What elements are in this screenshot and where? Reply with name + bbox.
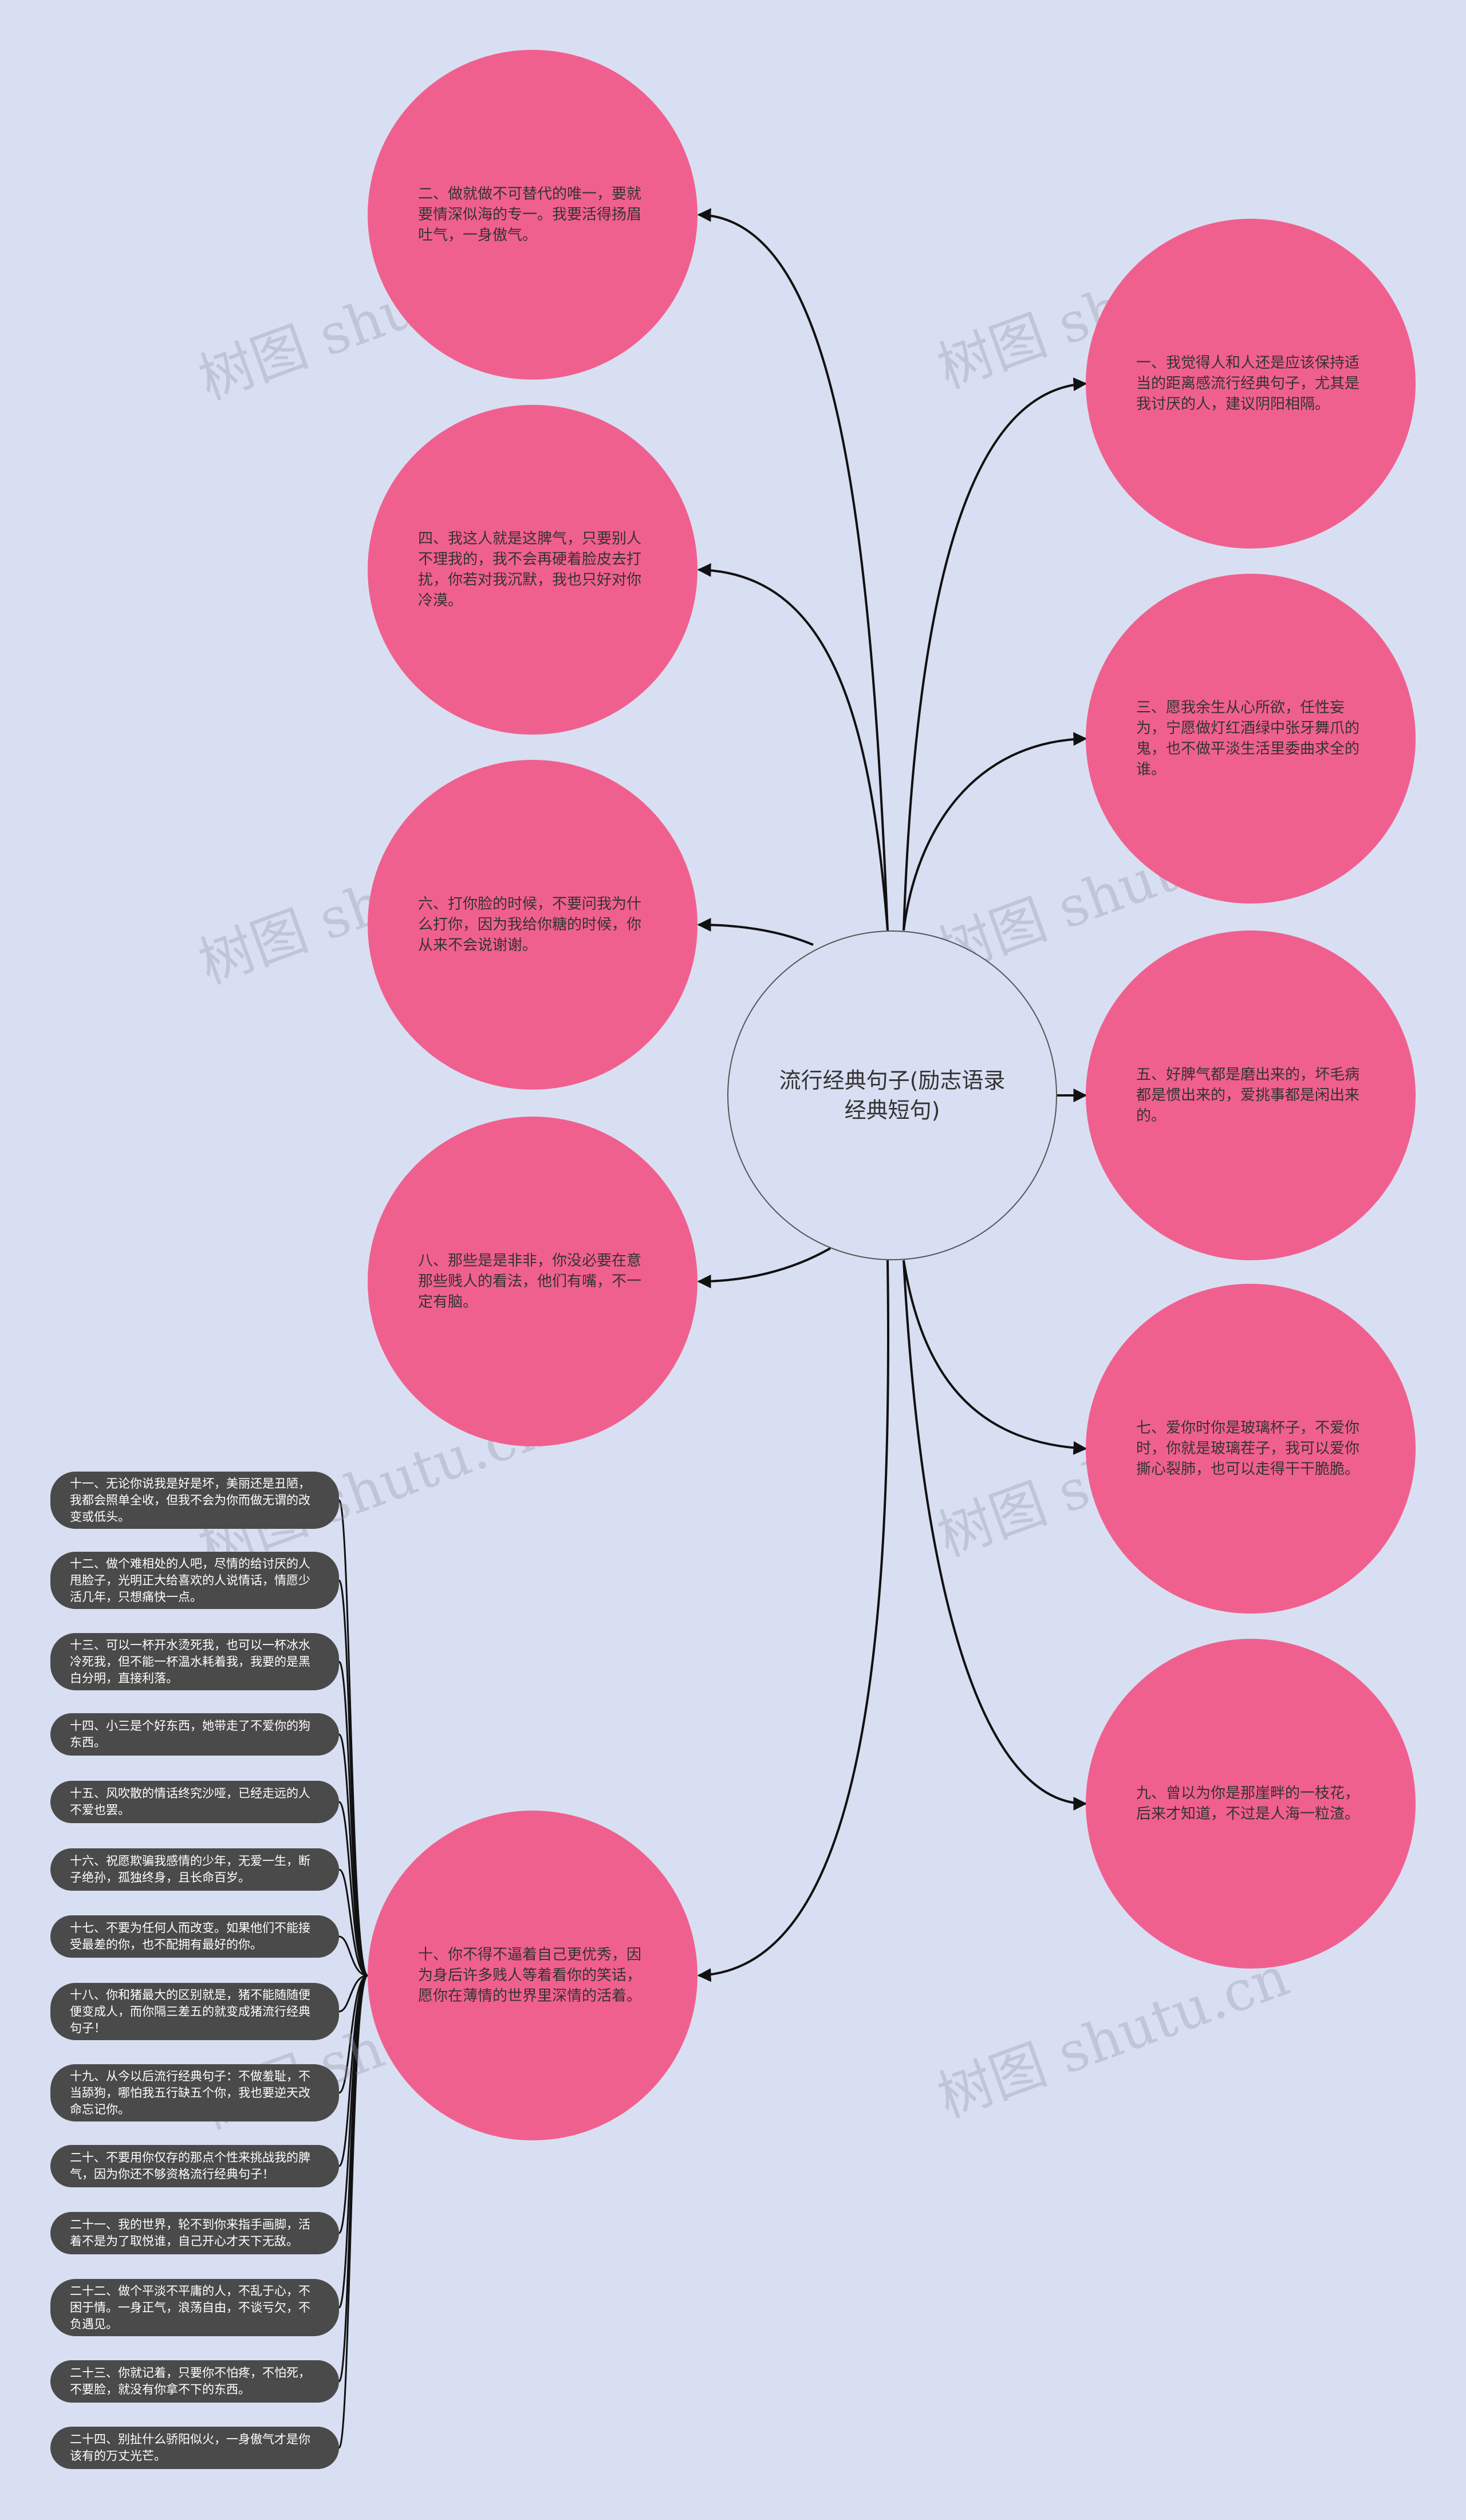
link-left-6: [697, 918, 814, 946]
link-left-2: [697, 208, 889, 931]
sub-node-22[interactable]: 二十二、做个平淡不平庸的人，不乱于心，不困于情。一身正气，浪荡自由，不谈亏欠，不…: [50, 2279, 339, 2336]
sub-node-text: 二十、不要用你仅存的那点个性来挑战我的脾气，因为你还不够资格流行经典句子！: [70, 2151, 310, 2181]
sub-node-text: 二十二、做个平淡不平庸的人，不乱于心，不困于情。一身正气，浪荡自由，不谈亏欠，不…: [70, 2284, 310, 2331]
sub-node-text: 十九、从今以后流行经典句子：不做羞耻，不当舔狗，哪怕我五行缺五个你，我也要逆天改…: [70, 2069, 310, 2116]
right-node-5[interactable]: 五、好脾气都是磨出来的，坏毛病都是惯出来的，爱挑事都是闲出来的。: [1086, 930, 1416, 1260]
sub-node-text: 十六、祝愿欺骗我感情的少年，无爱一生，断子绝孙，孤独终身，且长命百岁。: [70, 1854, 310, 1884]
node-text: 二、做就做不可替代的唯一，要就要情深似海的专一。我要活得扬眉吐气，一身傲气。: [418, 186, 642, 244]
sub-node-text: 十一、无论你说我是好是坏，美丽还是丑陋，我都会照单全收，但我不会为你而做无谓的改…: [70, 1476, 310, 1524]
link-right-7: [903, 1260, 1087, 1455]
right-node-7[interactable]: 七、爱你时你是玻璃杯子，不爱你时，你就是玻璃茬子，我可以爱你撕心裂肺，也可以走得…: [1086, 1284, 1416, 1614]
node-text: 十、你不得不逼着自己更优秀，因为身后许多贱人等着看你的笑话，愿你在薄情的世界里深…: [418, 1946, 642, 2005]
node-text: 八、那些是是非非，你没必要在意那些贱人的看法，他们有嘴，不一定有脑。: [418, 1252, 642, 1311]
right-node-9[interactable]: 九、曾以为你是那崖畔的一枝花，后来才知道，不过是人海一粒渣。: [1086, 1639, 1416, 1969]
left-node-8[interactable]: 八、那些是是非非，你没必要在意那些贱人的看法，他们有嘴，不一定有脑。: [368, 1117, 697, 1446]
node-text: 四、我这人就是这脾气，只要别人不理我的，我不会再硬着脸皮去打扰，你若对我沉默，我…: [418, 530, 642, 609]
node-text: 九、曾以为你是那崖畔的一枝花，后来才知道，不过是人海一粒渣。: [1136, 1785, 1360, 1823]
sub-node-20[interactable]: 二十、不要用你仅存的那点个性来挑战我的脾气，因为你还不够资格流行经典句子！: [50, 2145, 339, 2187]
sub-node-12[interactable]: 十二、做个难相处的人吧，尽情的给讨厌的人甩脸子，光明正大给喜欢的人说情话，情愿少…: [50, 1552, 339, 1609]
sub-node-14[interactable]: 十四、小三是个好东西，她带走了不爱你的狗东西。: [50, 1713, 339, 1756]
sub-node-text: 十二、做个难相处的人吧，尽情的给讨厌的人甩脸子，光明正大给喜欢的人说情话，情愿少…: [70, 1556, 310, 1604]
sub-node-24[interactable]: 二十四、别扯什么骄阳似火，一身傲气才是你该有的万丈光芒。: [50, 2427, 339, 2469]
link-sub-19: [338, 1974, 368, 2094]
sub-node-18[interactable]: 十八、你和猪最大的区别就是，猪不能随随便便变成人，而你隔三差五的就变成猪流行经典…: [50, 1983, 339, 2040]
link-sub-24: [338, 1974, 369, 2449]
sub-node-text: 十五、风吹散的情话终究沙哑，已经走远的人不爱也罢。: [70, 1787, 310, 1817]
link-left-10: [697, 1260, 890, 1982]
left-node-6[interactable]: 六、打你脸的时候，不要问我为什么打你，因为我给你糖的时候，你从来不会说谢谢。: [368, 760, 697, 1090]
link-right-3: [903, 732, 1087, 931]
sub-node-13[interactable]: 十三、可以一杯开水烫死我，也可以一杯冰水冷死我，但不能一杯温水耗着我，我要的是黑…: [50, 1633, 339, 1690]
node-text: 三、愿我余生从心所欲，任性妄为，宁愿做灯红酒绿中张牙舞爪的鬼，也不做平淡生活里委…: [1136, 699, 1360, 778]
sub-node-text: 二十三、你就记着，只要你不怕疼，不怕死，不要脸，就没有你拿不下的东西。: [70, 2366, 310, 2396]
node-text: 一、我觉得人和人还是应该保持适当的距离感流行经典句子，尤其是我讨厌的人，建议阴阳…: [1136, 354, 1360, 413]
link-sub-15: [338, 1801, 368, 1977]
sub-node-21[interactable]: 二十一、我的世界，轮不到你来指手画脚，活着不是为了取悦谁，自己开心才天下无敌。: [50, 2212, 339, 2254]
link-sub-14: [338, 1733, 368, 1977]
link-right-9: [903, 1260, 1087, 1811]
center-topic-text: 流行经典句子(励志语录经典短句): [779, 1068, 1006, 1123]
right-node-3[interactable]: 三、愿我余生从心所欲，任性妄为，宁愿做灯红酒绿中张牙舞爪的鬼，也不做平淡生活里委…: [1086, 574, 1416, 904]
link-sub-18: [338, 1974, 368, 2013]
node-text: 六、打你脸的时候，不要问我为什么打你，因为我给你糖的时候，你从来不会说谢谢。: [418, 896, 642, 954]
left-node-10[interactable]: 十、你不得不逼着自己更优秀，因为身后许多贱人等着看你的笑话，愿你在薄情的世界里深…: [368, 1811, 697, 2140]
sub-node-19[interactable]: 十九、从今以后流行经典句子：不做羞耻，不当舔狗，哪怕我五行缺五个你，我也要逆天改…: [50, 2064, 339, 2121]
sub-node-text: 十三、可以一杯开水烫死我，也可以一杯冰水冷死我，但不能一杯温水耗着我，我要的是黑…: [70, 1638, 310, 1685]
sub-node-23[interactable]: 二十三、你就记着，只要你不怕疼，不怕死，不要脸，就没有你拿不下的东西。: [50, 2360, 339, 2403]
sub-node-16[interactable]: 十六、祝愿欺骗我感情的少年，无爱一生，断子绝孙，孤独终身，且长命百岁。: [50, 1848, 339, 1891]
sub-node-text: 十八、你和猪最大的区别就是，猪不能随随便便变成人，而你隔三差五的就变成猪流行经典…: [70, 1987, 310, 2035]
link-left-4: [697, 563, 889, 931]
sub-node-text: 十四、小三是个好东西，她带走了不爱你的狗东西。: [70, 1719, 310, 1749]
node-text: 五、好脾气都是磨出来的，坏毛病都是惯出来的，爱挑事都是闲出来的。: [1136, 1066, 1360, 1125]
link-right-1: [903, 377, 1087, 931]
link-sub-16: [338, 1868, 368, 1977]
sub-node-text: 二十一、我的世界，轮不到你来指手画脚，活着不是为了取悦谁，自己开心才天下无敌。: [70, 2218, 310, 2248]
link-sub-13: [338, 1661, 368, 1977]
link-sub-17: [338, 1935, 368, 1977]
link-left-8: [697, 1247, 831, 1288]
sub-node-11[interactable]: 十一、无论你说我是好是坏，美丽还是丑陋，我都会照单全收，但我不会为你而做无谓的改…: [50, 1472, 339, 1529]
sub-node-15[interactable]: 十五、风吹散的情话终究沙哑，已经走远的人不爱也罢。: [50, 1781, 339, 1823]
left-node-2[interactable]: 二、做就做不可替代的唯一，要就要情深似海的专一。我要活得扬眉吐气，一身傲气。: [368, 50, 697, 380]
node-text: 七、爱你时你是玻璃杯子，不爱你时，你就是玻璃茬子，我可以爱你撕心裂肺，也可以走得…: [1136, 1419, 1360, 1478]
sub-node-text: 二十四、别扯什么骄阳似火，一身傲气才是你该有的万丈光芒。: [70, 2432, 310, 2463]
center-topic-node[interactable]: 流行经典句子(励志语录经典短句): [727, 930, 1057, 1260]
sub-node-text: 十七、不要为任何人而改变。如果他们不能接受最差的你，也不配拥有最好的你。: [70, 1921, 310, 1951]
sub-node-17[interactable]: 十七、不要为任何人而改变。如果他们不能接受最差的你，也不配拥有最好的你。: [50, 1915, 339, 1958]
right-node-1[interactable]: 一、我觉得人和人还是应该保持适当的距离感流行经典句子，尤其是我讨厌的人，建议阴阳…: [1086, 219, 1416, 549]
left-node-4[interactable]: 四、我这人就是这脾气，只要别人不理我的，我不会再硬着脸皮去打扰，你若对我沉默，我…: [368, 405, 697, 735]
